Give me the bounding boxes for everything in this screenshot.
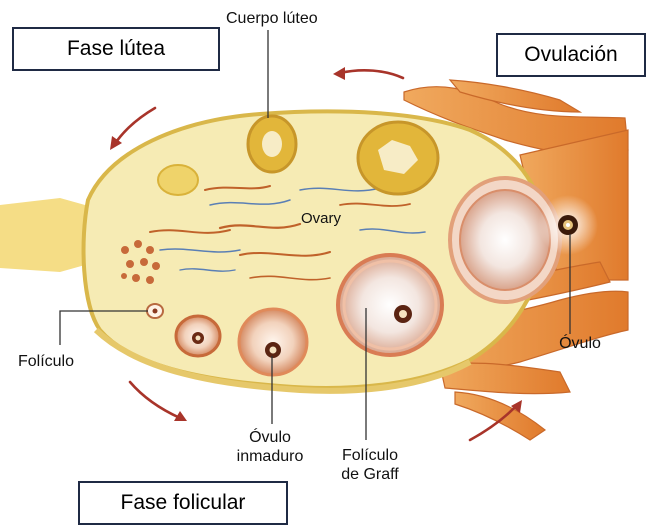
label-immature-ovum: Óvulo inmaduro — [222, 428, 318, 466]
follicle-secondary — [176, 316, 220, 356]
follicle-primary — [147, 304, 163, 318]
label-immature-ovum-line2: inmaduro — [222, 447, 318, 466]
phase-luteal-box: Fase lútea — [12, 27, 220, 71]
phase-ovulation-label: Ovulación — [524, 43, 617, 67]
label-graaf-line2: de Graff — [330, 465, 410, 484]
phase-follicular-box: Fase folicular — [78, 481, 288, 525]
graafian-follicle — [338, 255, 442, 355]
label-graaf-line1: Folículo — [330, 446, 410, 465]
follicle-antral — [239, 309, 307, 375]
corpus-luteum-mature — [358, 122, 438, 194]
label-corpus-luteum: Cuerpo lúteo — [226, 9, 312, 28]
label-graaf-follicle: Folículo de Graff — [330, 446, 410, 484]
label-immature-ovum-line1: Óvulo — [222, 428, 318, 447]
phase-ovulation-box: Ovulación — [496, 33, 646, 77]
label-follicle: Folículo — [8, 352, 84, 371]
label-ovary: Ovary — [291, 209, 351, 228]
corpus-luteum-young — [248, 116, 296, 172]
label-ovum: Óvulo — [548, 334, 612, 353]
corpus-albicans — [158, 165, 198, 195]
ovarian-ligament — [0, 198, 85, 272]
phase-follicular-label: Fase folicular — [121, 491, 246, 515]
phase-luteal-label: Fase lútea — [67, 37, 165, 61]
